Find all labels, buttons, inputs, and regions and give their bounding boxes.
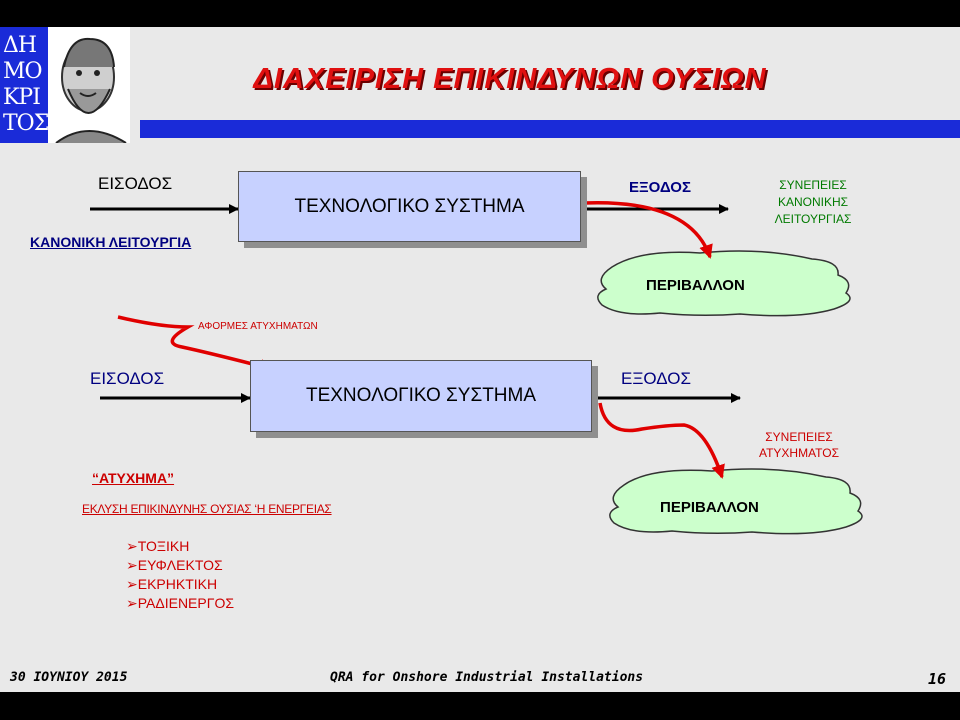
normal-operation-label: ΚΑΝΟΝΙΚΗ ΛΕΙΤΟΥΡΓΙΑ: [30, 234, 192, 250]
list-item: ➢ΡΑΔΙΕΝΕΡΓΟΣ: [126, 595, 234, 611]
input-label-accident: ΕΙΣΟΔΟΣ: [90, 369, 165, 388]
list-item: ➢ΕΚΡΗΚΤΙΚΗ: [126, 576, 218, 592]
flow-diagram: [90, 201, 863, 535]
environment-cloud-bottom: [609, 468, 863, 535]
output-label-accident: ΕΞΟΔΟΣ: [621, 369, 691, 388]
arrow-bullet-icon: ➢: [126, 576, 138, 592]
technological-system-box-normal: ΤΕΧΝΟΛΟΓΙΚΟ ΣΥΣΤΗΜΑ: [238, 171, 581, 242]
system-label-accident: ΤΕΧΝΟΛΟΓΙΚΟ ΣΥΣΤΗΜΑ: [305, 385, 537, 406]
normal-consequences-line-2: ΚΑΝΟΝΙΚΗΣ: [777, 195, 849, 209]
logo-lettering: ΔΗ ΜΟ ΚΡΙ ΤΟΣ: [3, 33, 49, 137]
accident-definition: ΕΚΛΥΣΗ ΕΠΙΚΙΝΔΥΝΗΣ ΟΥΣΙΑΣ ‘Η ΕΝΕΡΓΕΙΑΣ: [82, 502, 332, 516]
logo-letters-1: ΔΗ: [3, 33, 37, 58]
accident-consequences-line-1: ΣΥΝΕΠΕΙΕΣ: [765, 430, 833, 444]
arrow-bullet-icon: ➢: [126, 557, 138, 573]
normal-consequences-line-1: ΣΥΝΕΠΕΙΕΣ: [779, 178, 847, 192]
footer-date: 30 ΙΟΥΝΙΟΥ 2015: [10, 670, 128, 685]
emission-arrow-normal: [583, 201, 713, 259]
accident-consequences-line-2: ΑΤΥΧΗΜΑΤΟΣ: [758, 446, 840, 460]
logo-blue-panel: [0, 27, 48, 143]
footer-course-title: QRA for Onshore Industrial Installations: [330, 670, 644, 685]
environment-cloud-top: [597, 250, 851, 317]
normal-consequences-line-3: ΛΕΙΤΟΥΡΓΙΑΣ: [774, 212, 852, 226]
accident-heading: “ΑΤΥΧΗΜΑ”: [92, 470, 175, 486]
slide: ΔΗ ΜΟ ΚΡΙ ΤΟΣ ΔΙΑΧΕΙΡΙΣΗ ΕΠΙΚΙΝΔΥΝΩΝ ΟΥΣ…: [0, 27, 960, 692]
causes-arrow: [117, 315, 274, 373]
accident-consequences-label: ΣΥΝΕΠΕΙΕΣ ΑΤΥΧΗΜΑΤΟΣ: [744, 429, 854, 461]
logo-letters-4: ΤΟΣ: [3, 111, 49, 136]
environment-label-normal: ΠΕΡΙΒΑΛΛΟΝ: [646, 277, 745, 294]
footer-page-number: 16: [928, 670, 947, 688]
title-underline-bar: [140, 120, 960, 138]
logo-letters-2: ΜΟ: [3, 59, 43, 84]
philosopher-portrait: [55, 37, 127, 143]
slide-title: ΔΙΑΧΕΙΡΙΣΗ ΕΠΙΚΙΝΔΥΝΩΝ ΟΥΣΙΩΝ: [253, 63, 767, 95]
logo-letters-3: ΚΡΙ: [3, 85, 41, 110]
input-label-normal: ΕΙΣΟΔΟΣ: [98, 174, 173, 193]
arrow-bullet-icon: ➢: [126, 538, 138, 554]
system-label-normal: ΤΕΧΝΟΛΟΓΙΚΟ ΣΥΣΤΗΜΑ: [294, 195, 525, 217]
release-arrow-accident: [598, 402, 725, 479]
substance-type-list: ➢ΤΟΞΙΚΗ ➢ΕΥΦΛΕΚΤΟΣ ➢ΕΚΡΗΚΤΙΚΗ ➢ΡΑΔΙΕΝΕΡΓ…: [126, 537, 234, 613]
list-item: ➢ΤΟΞΙΚΗ: [126, 538, 190, 554]
normal-consequences-label: ΣΥΝΕΠΕΙΕΣ ΚΑΝΟΝΙΚΗΣ ΛΕΙΤΟΥΡΓΙΑΣ: [758, 177, 868, 228]
arrow-bullet-icon: ➢: [126, 595, 138, 611]
environment-label-accident: ΠΕΡΙΒΑΛΛΟΝ: [660, 499, 759, 516]
output-label-normal: ΕΞΟΔΟΣ: [629, 179, 691, 196]
list-item: ➢ΕΥΦΛΕΚΤΟΣ: [126, 557, 223, 573]
accident-causes-label: ΑΦΟΡΜΕΣ ΑΤΥΧΗΜΑΤΩΝ: [198, 321, 318, 332]
technological-system-box-accident: ΤΕΧΝΟΛΟΓΙΚΟ ΣΥΣΤΗΜΑ: [250, 360, 592, 432]
demokritos-logo: ΔΗ ΜΟ ΚΡΙ ΤΟΣ: [0, 27, 130, 143]
